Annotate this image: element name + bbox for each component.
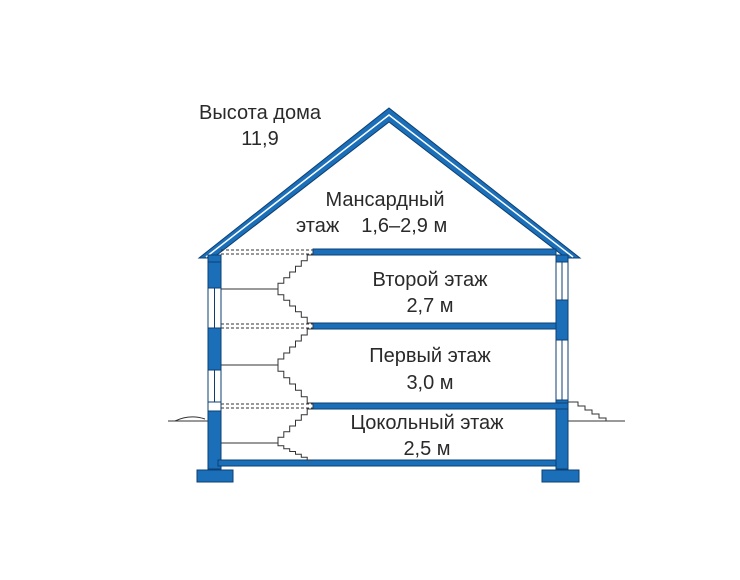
stair-landings [221,288,278,444]
basement-floor-label: Цокольный этаж [350,412,504,434]
ground-line [168,416,625,422]
second-floor-slab [312,322,557,330]
left-footing [196,469,234,483]
second-floor-label: Второй этаж [372,269,488,291]
house-height-label: Высота дома [199,102,321,124]
attic-slab [312,248,557,256]
house-height-value: 11,9 [241,128,279,150]
second-floor-height: 2,7 м [406,295,454,317]
right-wall [555,254,569,470]
first-floor-label: Первый этаж [369,345,491,367]
foundation [196,469,580,483]
staircase [277,254,313,461]
basement-floor-height: 2,5 м [403,438,451,460]
entrance-steps [568,401,607,421]
basement-slab [217,459,557,467]
first-floor-height: 3,0 м [406,372,454,394]
attic-floor-label: Мансардный [325,189,445,211]
first-floor-slab [312,402,569,410]
left-wall [207,254,222,470]
stair-openings [221,249,313,409]
right-footing [541,469,580,483]
floor-slabs [217,248,569,467]
